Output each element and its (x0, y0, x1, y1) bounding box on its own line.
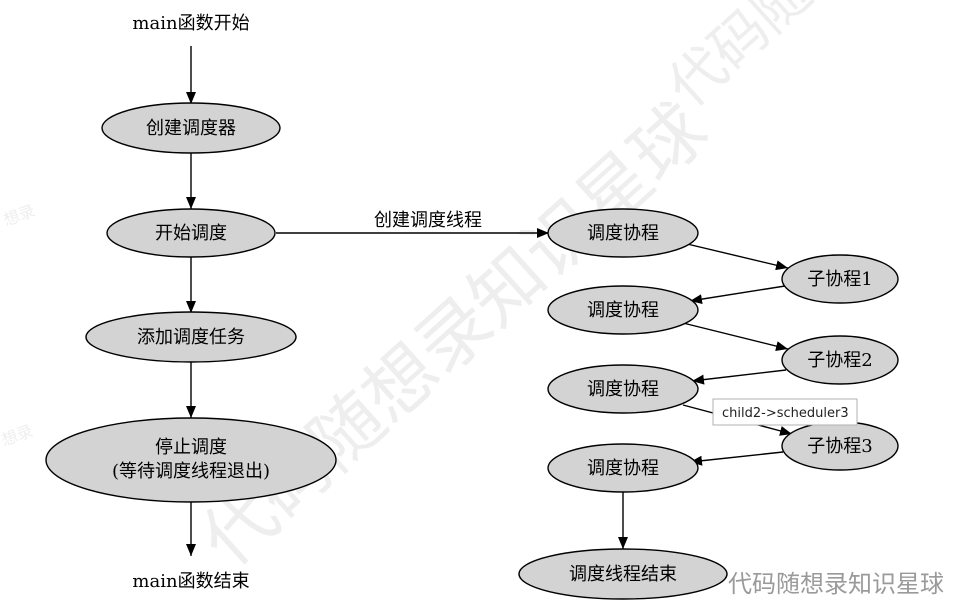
node-add-task-label: 添加调度任务 (137, 327, 245, 348)
right-column: 调度协程 子协程1 调度协程 子协程2 调度协程 子协程3 调度协程 (518, 208, 899, 600)
watermark-corner: 代码随想录 (656, 0, 908, 120)
node-sched3-label: 调度协程 (587, 379, 659, 400)
node-main-end: main函数结束 (132, 571, 249, 592)
edge-sched2-to-child2 (682, 322, 789, 351)
node-thread-end: 调度线程结束 (518, 548, 728, 600)
node-sched2-label: 调度协程 (587, 300, 659, 321)
node-sched2: 调度协程 (547, 285, 699, 335)
edge-child2-to-sched3 (691, 369, 787, 385)
node-child1: 子协程1 (781, 254, 899, 304)
node-child3: 子协程3 (781, 421, 899, 471)
node-create-scheduler: 创建调度器 (101, 102, 281, 154)
tooltip-box (712, 398, 858, 426)
node-child1-label: 子协程1 (807, 269, 872, 290)
brand-watermark: 代码随想录知识星球 (728, 570, 944, 598)
node-child2-label: 子协程2 (807, 350, 872, 371)
left-column: main函数开始 创建调度器 开始调度 添加调度任务 停止调度 (等待调度线程退… (45, 13, 337, 592)
edges: 创建调度线程 (186, 46, 793, 556)
node-stop-scheduling-line2: (等待调度线程退出) (112, 461, 270, 482)
node-start-scheduling-label: 开始调度 (155, 223, 227, 244)
node-main-start: main函数开始 (132, 13, 249, 34)
node-sched4-label: 调度协程 (587, 458, 659, 479)
node-sched1-label: 调度协程 (587, 223, 659, 244)
watermark-left-small-2: 想录 (0, 421, 35, 450)
node-sched1: 调度协程 (547, 208, 699, 258)
node-child3-label: 子协程3 (807, 436, 872, 457)
node-create-scheduler-label: 创建调度器 (146, 118, 236, 139)
node-add-task: 添加调度任务 (85, 311, 297, 363)
node-start-scheduling: 开始调度 (106, 208, 276, 258)
node-thread-end-label: 调度线程结束 (569, 564, 677, 585)
node-stop-scheduling: 停止调度 (等待调度线程退出) (45, 417, 337, 503)
tooltip-text: child2->scheduler3 (722, 406, 849, 421)
node-sched3: 调度协程 (547, 364, 699, 414)
node-sched4: 调度协程 (547, 443, 699, 493)
node-stop-scheduling-line1: 停止调度 (155, 437, 227, 458)
edge-child1-to-sched2 (689, 285, 786, 305)
tooltip: child2->scheduler3 (712, 398, 858, 426)
edge-sched1-to-child1 (682, 242, 789, 271)
edge-label-create-thread: 创建调度线程 (374, 210, 482, 231)
edge-child3-to-sched4 (689, 451, 784, 466)
watermark-left-small: 想录 (1, 201, 38, 230)
node-child2: 子协程2 (781, 335, 899, 385)
